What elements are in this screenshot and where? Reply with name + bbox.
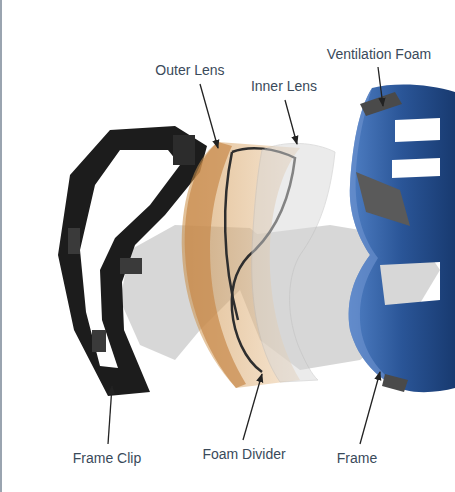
part-label: Outer Lens xyxy=(155,62,224,79)
inner-lens xyxy=(252,143,335,382)
part-label: Frame xyxy=(337,450,377,467)
leader-line xyxy=(108,67,383,444)
part-label: Foam Divider xyxy=(202,446,285,463)
goggle-frame xyxy=(349,85,455,393)
part-label: Frame Clip xyxy=(73,450,141,467)
part-label: Inner Lens xyxy=(251,78,317,95)
page-edge xyxy=(0,0,2,492)
ventilation-foam xyxy=(356,92,410,392)
part-label: Ventilation Foam xyxy=(327,46,431,63)
